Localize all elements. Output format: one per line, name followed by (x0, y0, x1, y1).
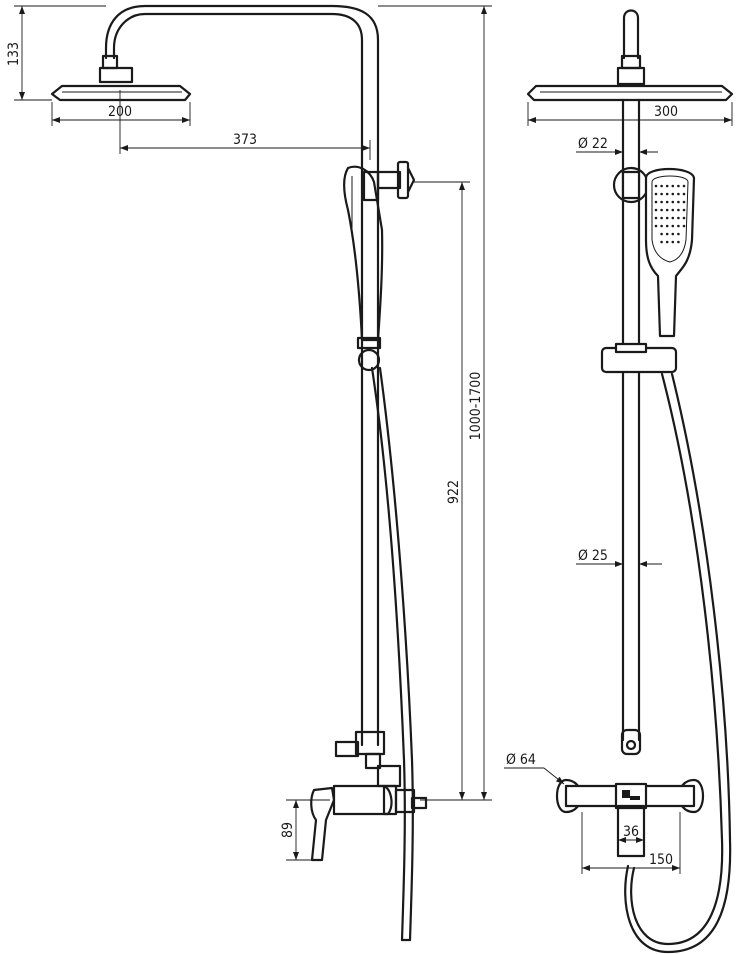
nozzle-dot (677, 208, 680, 212)
nozzle-dot (665, 184, 669, 188)
dim-label-1000-1700: 1000-1700 (468, 372, 484, 441)
nozzle-dot (665, 200, 669, 204)
dim-label-373: 373 (233, 132, 257, 148)
side-shower-hose (370, 366, 414, 942)
nozzle-dot (660, 240, 663, 244)
nozzle-dot (677, 224, 680, 228)
nozzle-dot (665, 216, 669, 220)
front-slider-holder (600, 342, 678, 374)
nozzle-dot (665, 232, 669, 236)
nozzle-dot (671, 216, 675, 220)
front-shower-arm (622, 9, 640, 60)
nozzle-dot (660, 208, 663, 212)
nozzle-dot (677, 240, 680, 244)
side-diverter-junction (334, 730, 402, 788)
dim-label-36: 36 (623, 824, 639, 840)
front-diverter-knob (620, 728, 642, 756)
nozzle-dot (665, 192, 669, 196)
nozzle-dot (682, 216, 686, 220)
nozzle-dot (677, 216, 680, 220)
nozzle-dot (677, 232, 680, 236)
dim-label-922: 922 (446, 480, 462, 504)
dim-label-300: 300 (654, 104, 678, 120)
nozzle-dot (660, 232, 663, 236)
side-mixer-valve (310, 784, 428, 862)
nozzle-dot (654, 224, 658, 228)
nozzle-dot (660, 200, 663, 204)
nozzle-dot (677, 200, 680, 204)
dimension-labels: 133 200 373 1000-1700 922 89 300 Ø 22 Ø … (6, 42, 678, 868)
side-riser-pipe (360, 38, 380, 747)
nozzle-dot (671, 232, 675, 236)
front-riser-pipe (621, 98, 641, 742)
front-view (526, 9, 734, 954)
side-shower-arm (104, 4, 380, 60)
dimension-lines (14, 5, 733, 874)
dim-label-200: 200 (108, 104, 132, 120)
nozzle-dot (671, 192, 675, 196)
nozzle-dot (660, 224, 663, 228)
nozzle-dot (671, 208, 675, 212)
nozzle-dot (665, 208, 669, 212)
nozzle-dot (682, 208, 686, 212)
front-hand-shower (644, 168, 696, 338)
nozzle-dot (682, 200, 686, 204)
nozzle-dot (654, 184, 658, 188)
nozzle-dot (682, 224, 686, 228)
nozzle-dot (660, 184, 663, 188)
side-hand-shower (343, 165, 384, 372)
nozzle-dot (660, 216, 663, 220)
dim-label-133: 133 (6, 42, 22, 66)
dim-label-dia-25: Ø 25 (578, 548, 608, 564)
side-wall-bracket (376, 160, 416, 200)
nozzle-dot (660, 192, 663, 196)
side-view (50, 4, 428, 942)
side-head-connector (98, 54, 134, 84)
dim-label-150: 150 (649, 852, 673, 868)
nozzle-dot (665, 224, 669, 228)
front-overhead-shower-head (526, 84, 734, 102)
nozzle-dot (654, 192, 658, 196)
nozzle-dot (654, 216, 658, 220)
nozzle-dot (671, 240, 675, 244)
nozzle-dot (677, 184, 680, 188)
front-mixer-body (555, 778, 705, 858)
dim-label-dia-64: Ø 64 (506, 752, 536, 768)
nozzle-dot (671, 184, 675, 188)
nozzle-dot (682, 192, 686, 196)
nozzle-dot (677, 192, 680, 196)
nozzle-dot (671, 200, 675, 204)
nozzle-dot (682, 184, 686, 188)
dim-label-dia-22: Ø 22 (578, 136, 608, 152)
nozzle-dot (654, 208, 658, 212)
nozzle-dot (654, 200, 658, 204)
side-overhead-shower-head (50, 84, 192, 102)
nozzle-dot (665, 240, 669, 244)
dim-label-89: 89 (280, 822, 296, 838)
nozzle-dot (671, 224, 675, 228)
front-shower-hose (624, 372, 732, 954)
